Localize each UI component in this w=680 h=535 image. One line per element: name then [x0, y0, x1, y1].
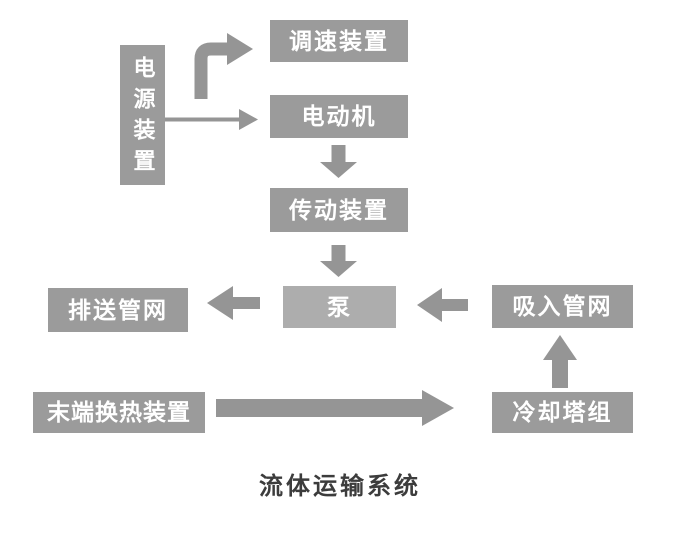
node-pump: 泵	[283, 286, 396, 328]
node-discharge-network: 排送管网	[48, 288, 188, 332]
node-transmission: 传动装置	[270, 188, 408, 232]
arrow-cooling-to-suction-icon	[543, 335, 577, 388]
arrow-power-to-motor-icon	[165, 109, 258, 130]
node-power-supply: 电源装置	[120, 45, 165, 185]
node-cooling-tower: 冷却塔组	[492, 392, 633, 433]
arrow-motor-to-transmission-icon	[320, 145, 357, 178]
node-motor: 电动机	[270, 95, 408, 138]
arrow-transmission-to-pump-icon	[320, 245, 357, 277]
arrow-suction-to-pump-icon	[417, 288, 468, 322]
node-speed-control: 调速装置	[270, 20, 408, 62]
arrow-terminal-to-cooling-icon	[216, 390, 454, 426]
diagram-title: 流体运输系统	[259, 474, 421, 500]
node-terminal-heat-exchange: 末端换热装置	[33, 392, 205, 433]
elbow-arrow-power-to-speed-icon	[194, 33, 253, 99]
node-suction-network: 吸入管网	[492, 285, 633, 328]
arrow-pump-to-discharge-icon	[207, 286, 260, 320]
